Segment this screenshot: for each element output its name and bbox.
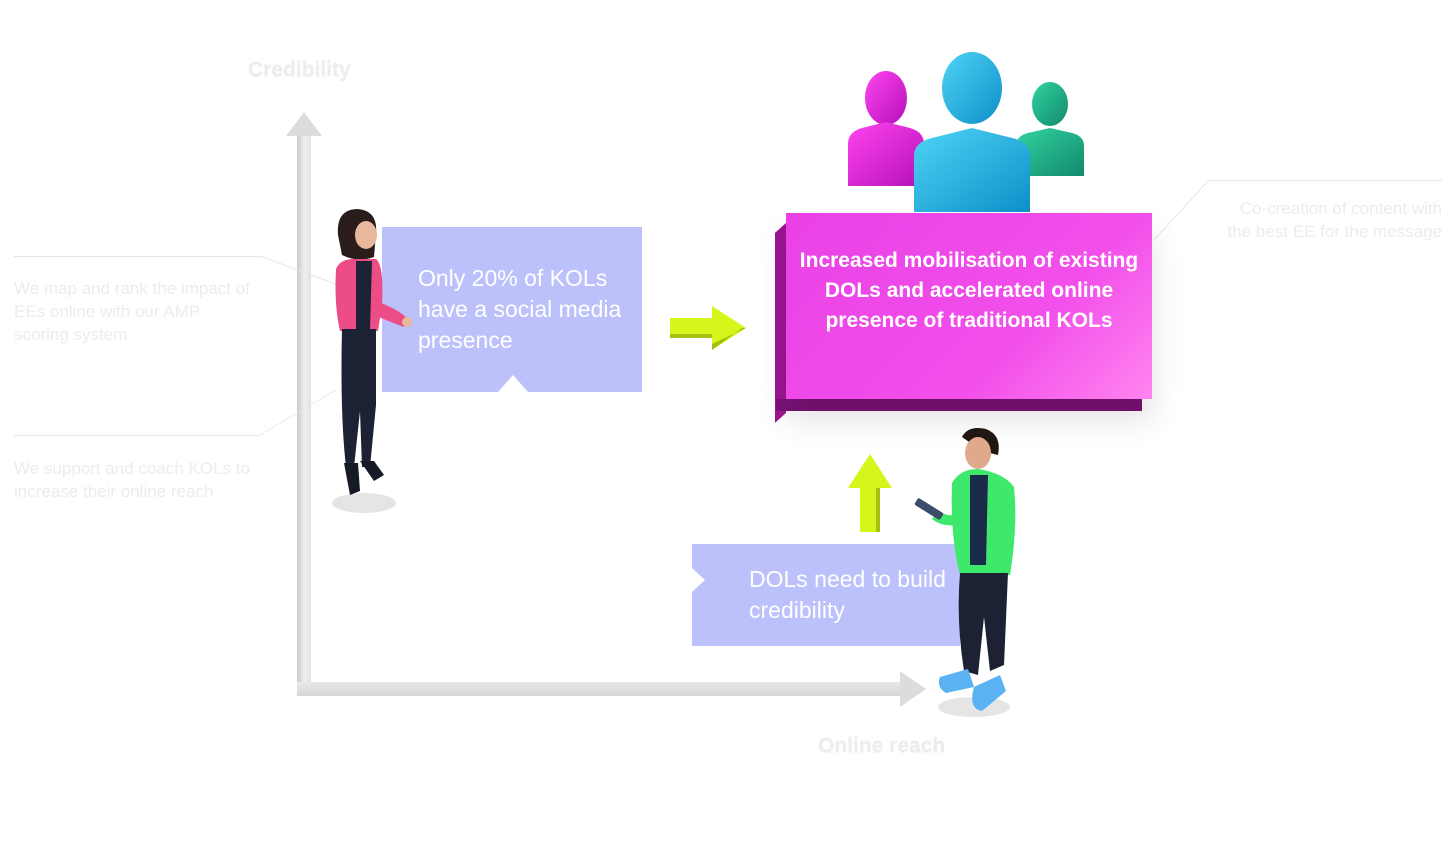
connector-lines-left [259, 255, 337, 436]
result-box-side [775, 223, 786, 423]
bubble-kols-text: Only 20% of KOLs have a social media pre… [418, 265, 622, 353]
y-axis-arrowhead-icon [286, 112, 322, 136]
note-map-rank: We map and rank the impact of EEs online… [14, 279, 250, 344]
person-magenta-icon [848, 71, 924, 186]
arrow-right-icon [670, 306, 746, 350]
arrow-up-icon [848, 454, 892, 532]
people-group-icon [848, 52, 1084, 212]
connector-line-right [1153, 180, 1209, 241]
woman-figure [332, 209, 412, 513]
x-axis-line [297, 682, 903, 696]
bubble-kols-tail [498, 375, 528, 392]
bubble-dols-text: DOLs need to build credibility [749, 566, 946, 623]
bubble-dols: DOLs need to build credibility [692, 544, 960, 646]
y-axis-line [297, 134, 311, 696]
result-box [786, 213, 1152, 399]
note-cocreation-divider [1208, 180, 1442, 181]
note-cocreation: Co-creation of content with the best EE … [1227, 199, 1442, 241]
person-cyan-icon [914, 52, 1030, 212]
note-support-coach: We support and coach KOLs to increase th… [14, 459, 250, 501]
note-support-divider [14, 435, 260, 436]
note-map-divider [14, 256, 260, 257]
result-box-bottom [776, 399, 1142, 411]
result-text: Increased mobilisation of existing DOLs … [799, 249, 1139, 332]
person-teal-icon [1016, 82, 1084, 176]
x-axis-arrowhead-icon [900, 671, 926, 707]
man-figure [914, 428, 1016, 717]
bubble-kols: Only 20% of KOLs have a social media pre… [382, 227, 642, 392]
bubble-dols-tail [692, 568, 705, 592]
x-axis-label: Online reach [818, 734, 946, 757]
y-axis-label: Credibility [248, 58, 351, 81]
